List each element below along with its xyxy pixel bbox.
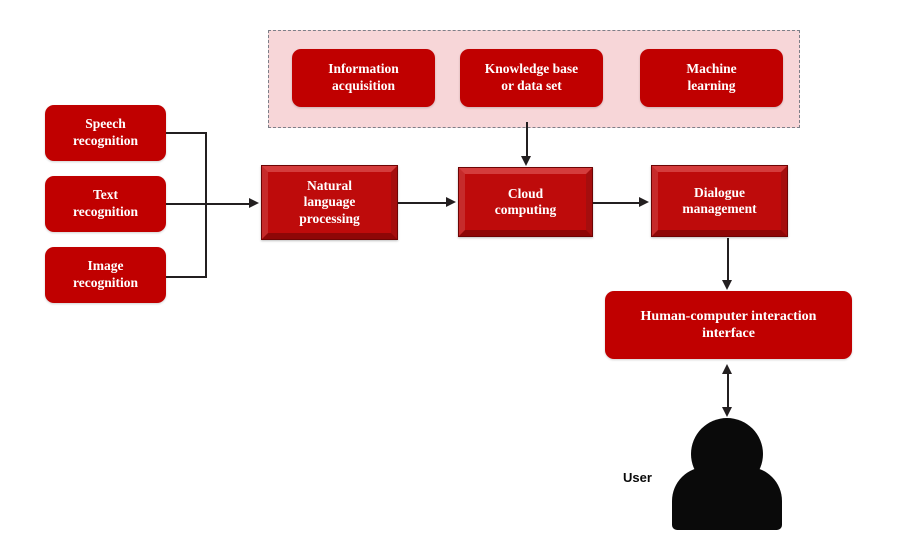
box-speech-recognition[interactable]: Speech recognition [45, 105, 166, 161]
connector-cloud-to-dialogue [593, 202, 641, 204]
connector-image-to-bus [166, 276, 206, 278]
box-hci-interface[interactable]: Human-computer interaction interface [605, 291, 852, 359]
arrowhead-cloud-to-dialogue [639, 197, 649, 207]
connector-interface-user [727, 372, 729, 410]
box-dialogue-management[interactable]: Dialogue management [651, 165, 788, 237]
box-machine-learning[interactable]: Machine learning [640, 49, 783, 107]
arrowhead-dialogue-to-interface [722, 280, 732, 290]
box-knowledge-base[interactable]: Knowledge base or data set [460, 49, 603, 107]
box-text-recognition[interactable]: Text recognition [45, 176, 166, 232]
arrowhead-knowledge-to-cloud [521, 156, 531, 166]
connector-bus-to-nlp [205, 203, 251, 205]
arrowhead-user-to-interface [722, 364, 732, 374]
arrowhead-interface-to-user [722, 407, 732, 417]
box-information-acquisition[interactable]: Information acquisition [292, 49, 435, 107]
connector-dialogue-to-interface [727, 238, 729, 282]
box-image-recognition[interactable]: Image recognition [45, 247, 166, 303]
connector-text-to-bus [166, 203, 206, 205]
box-natural-language-processing[interactable]: Natural language processing [261, 165, 398, 240]
connector-knowledge-to-cloud [526, 122, 528, 158]
user-label: User [623, 470, 652, 485]
connector-input-bus [205, 132, 207, 278]
arrowhead-nlp-to-cloud [446, 197, 456, 207]
connector-nlp-to-cloud [398, 202, 448, 204]
arrowhead-bus-to-nlp [249, 198, 259, 208]
connector-speech-to-bus [166, 132, 206, 134]
box-cloud-computing[interactable]: Cloud computing [458, 167, 593, 237]
user-body-icon [672, 467, 782, 530]
